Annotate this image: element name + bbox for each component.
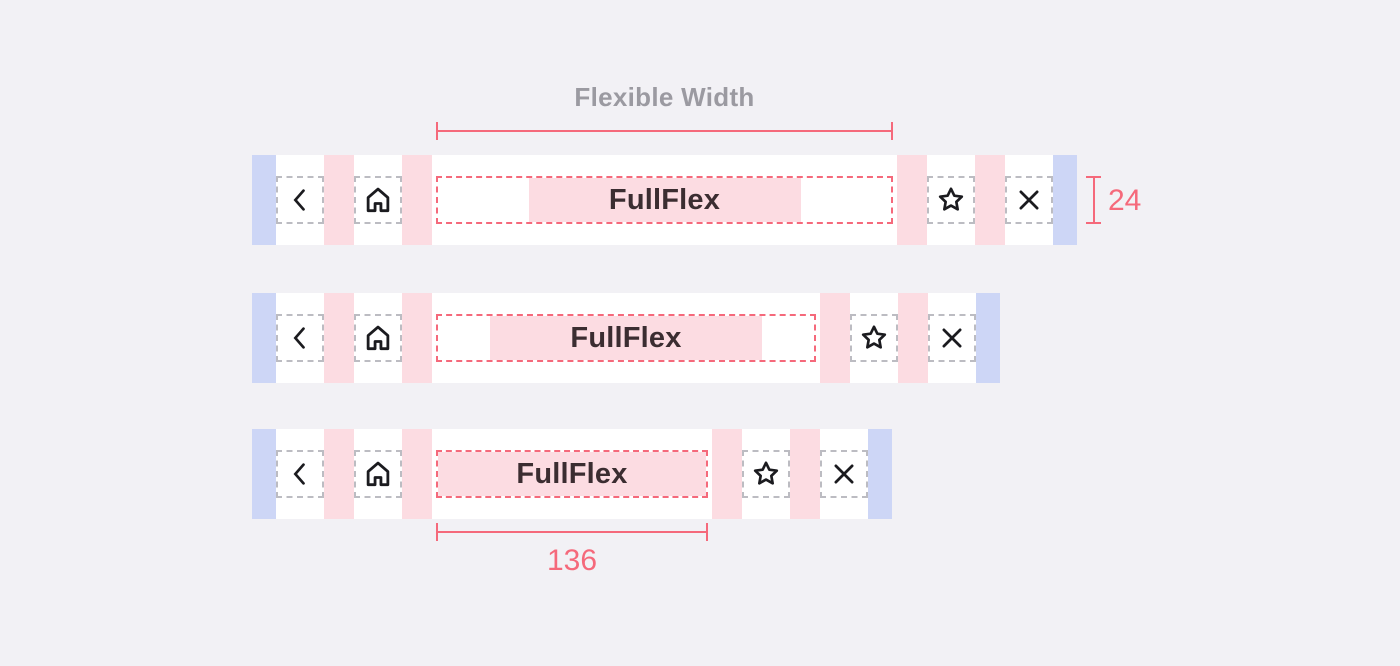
navbar-title: FullFlex [608,183,721,216]
navbar-title: FullFlex [516,457,628,490]
icon-height-label: 24 [1108,184,1142,217]
home-icon [366,461,390,487]
spacer-block [975,155,1005,245]
title-min-width-fill: FullFlex [490,316,762,360]
home-icon [366,187,390,213]
favorite-button[interactable] [850,314,898,362]
title-flex-container: FullFlex [436,314,816,362]
home-button[interactable] [354,176,402,224]
star-icon [753,461,779,485]
back-button[interactable] [276,176,324,224]
spacer-block [402,429,432,519]
navbar-mock-wide: FullFlex [252,155,1077,245]
title-min-width-fill: FullFlex [438,452,706,496]
chevron-left-icon [293,463,305,485]
min-width-measure-line [436,523,708,541]
safe-area-edge-left [252,293,276,383]
close-button[interactable] [820,450,868,498]
spacer-block [712,429,742,519]
star-icon [861,325,887,349]
close-icon [1019,190,1039,210]
spacer-block [324,293,354,383]
chevron-left-icon [293,327,305,349]
home-icon [366,325,390,351]
navbar-mock-medium: FullFlex [252,293,1000,383]
close-button[interactable] [928,314,976,362]
title-flex-container: FullFlex [436,450,708,498]
close-icon [942,328,962,348]
title-flex-container: FullFlex [436,176,893,224]
safe-area-edge-right [976,293,1000,383]
flexible-width-label: Flexible Width [574,82,755,112]
star-icon [938,187,964,211]
spacer-block [402,293,432,383]
navbar-title: FullFlex [570,321,682,354]
spacer-block [820,293,850,383]
safe-area-edge-left [252,429,276,519]
measure-cap-bottom [1086,222,1101,224]
spacer-block [324,429,354,519]
spacer-block [897,155,927,245]
close-button[interactable] [1005,176,1053,224]
back-button[interactable] [276,450,324,498]
icon-height-measure-line [1086,176,1101,224]
measure-tick-right [891,122,893,140]
spacer-block [898,293,928,383]
flexible-width-measure-line [436,122,893,140]
home-button[interactable] [354,314,402,362]
min-width-label: 136 [546,544,598,577]
close-icon [834,464,854,484]
measure-line [1092,176,1095,224]
spacer-block [790,429,820,519]
safe-area-edge-right [1053,155,1077,245]
favorite-button[interactable] [742,450,790,498]
chevron-left-icon [293,189,305,211]
measure-tick-right [706,523,708,541]
title-min-width-fill: FullFlex [528,178,801,222]
measure-line [436,130,893,132]
home-button[interactable] [354,450,402,498]
spacer-block [324,155,354,245]
safe-area-edge-right [868,429,892,519]
measure-line [436,531,708,533]
safe-area-edge-left [252,155,276,245]
spacer-block [402,155,432,245]
navbar-mock-minimum: FullFlex [252,429,892,519]
favorite-button[interactable] [927,176,975,224]
back-button[interactable] [276,314,324,362]
